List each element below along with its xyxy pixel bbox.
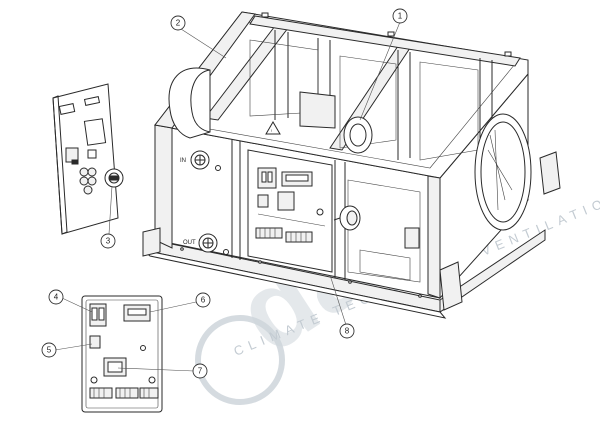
- warning-triangle-icon: [265, 121, 281, 135]
- right-duct-collar: [474, 113, 532, 231]
- control-board-detail: [81, 295, 163, 413]
- svg-text:6: 6: [201, 296, 206, 305]
- leader-lines: [54, 21, 401, 372]
- callout-5: 5: [41, 342, 57, 358]
- terminal-block-detail: [89, 387, 159, 399]
- svg-text:8: 8: [345, 327, 350, 336]
- svg-text:!: !: [271, 128, 272, 133]
- callout-1: 1: [392, 8, 408, 24]
- callout-7: 7: [192, 363, 208, 379]
- front-foot-right: [439, 261, 463, 311]
- rear-foot-right: [539, 151, 561, 195]
- front-foot-left: [142, 227, 161, 257]
- callout-6: 6: [195, 292, 211, 308]
- svg-text:4: 4: [54, 293, 59, 302]
- ventilation-unit-housing: ! IN OUT: [142, 11, 561, 319]
- in-label: IN: [180, 158, 186, 164]
- terminal-block-front: [255, 227, 313, 243]
- svg-text:1: 1: [398, 12, 403, 21]
- out-label: OUT: [183, 240, 196, 246]
- callout-3: 3: [100, 233, 116, 249]
- svg-text:7: 7: [198, 367, 203, 376]
- watermark-logo-ring: [195, 315, 285, 405]
- side-panel-detail: [52, 83, 124, 235]
- callout-8: 8: [339, 323, 355, 339]
- rotary-switch: [104, 168, 124, 188]
- cable-gland-cluster: [79, 167, 97, 195]
- callout-2: 2: [170, 15, 186, 31]
- callout-4: 4: [48, 289, 64, 305]
- svg-text:5: 5: [47, 346, 52, 355]
- svg-text:2: 2: [176, 19, 181, 28]
- svg-text:3: 3: [106, 237, 111, 246]
- left-duct-collar: [168, 67, 211, 139]
- pressure-switch: [333, 205, 361, 231]
